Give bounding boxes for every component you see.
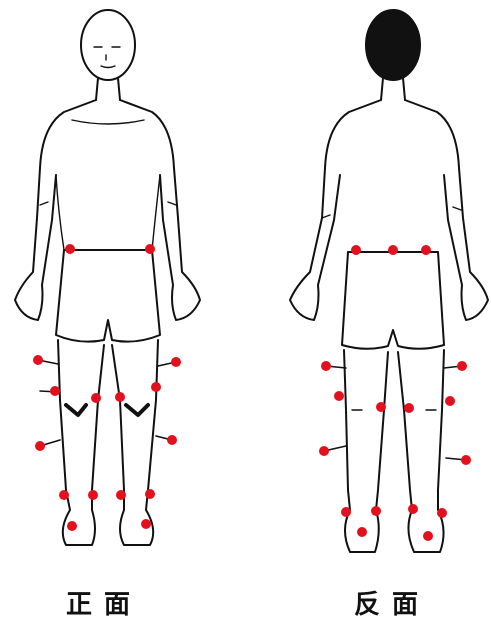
back-view-label: 反面 bbox=[354, 584, 430, 621]
front-view-label: 正面 bbox=[66, 584, 142, 621]
marker-back-ankle-right-outer bbox=[437, 508, 447, 518]
front-chest bbox=[56, 120, 160, 250]
front-knees bbox=[66, 405, 148, 415]
back-torso bbox=[290, 100, 488, 320]
marker-front-foot-right bbox=[141, 519, 151, 529]
marker-back-waist-left bbox=[351, 245, 361, 255]
marker-front-thigh-right-outer bbox=[171, 357, 181, 367]
marker-leads bbox=[38, 360, 466, 460]
back-elbow-marks bbox=[322, 207, 461, 218]
marker-front-ankle-left-inner bbox=[88, 490, 98, 500]
front-elbow-marks bbox=[40, 202, 176, 205]
marker-back-shin-left bbox=[319, 446, 329, 456]
marker-front-thigh-left-outer bbox=[33, 355, 43, 365]
back-legs bbox=[344, 350, 444, 552]
marker-front-foot-left bbox=[67, 521, 77, 531]
front-head bbox=[81, 10, 135, 80]
front-shorts bbox=[56, 250, 160, 342]
back-figure bbox=[290, 10, 488, 552]
marker-back-knee-left-inner bbox=[376, 402, 386, 412]
front-face bbox=[94, 47, 120, 68]
marker-back-ankle-right-inner bbox=[408, 504, 418, 514]
marker-back-heel-right bbox=[423, 531, 433, 541]
marker-front-waist-left bbox=[65, 244, 75, 254]
marker-front-ankle-left-outer bbox=[59, 490, 69, 500]
back-head bbox=[366, 10, 420, 80]
marker-front-knee-left-inner bbox=[91, 393, 101, 403]
marker-front-shin-left bbox=[35, 441, 45, 451]
marker-front-waist-right bbox=[145, 244, 155, 254]
marker-back-knee-right-inner bbox=[404, 403, 414, 413]
marker-front-ankle-right-inner bbox=[116, 490, 126, 500]
front-figure bbox=[15, 10, 200, 545]
marker-back-waist-right bbox=[421, 245, 431, 255]
marker-back-ankle-left-outer bbox=[341, 507, 351, 517]
marker-back-knee-right-outer bbox=[445, 396, 455, 406]
marker-back-heel-left bbox=[357, 527, 367, 537]
marker-front-knee-left-outer bbox=[50, 386, 60, 396]
marker-front-shin-right bbox=[167, 435, 177, 445]
marker-front-knee-right-inner bbox=[115, 392, 125, 402]
marker-front-knee-right-outer bbox=[151, 382, 161, 392]
back-neck bbox=[381, 78, 405, 100]
marker-front-ankle-right-outer bbox=[145, 489, 155, 499]
marker-back-thigh-left-outer bbox=[321, 361, 331, 371]
front-legs bbox=[58, 340, 158, 545]
front-neck bbox=[96, 78, 120, 100]
marker-back-waist-center bbox=[388, 245, 398, 255]
marker-back-knee-left-outer bbox=[334, 391, 344, 401]
back-shorts bbox=[342, 252, 444, 349]
marker-back-thigh-right-outer bbox=[457, 361, 467, 371]
marker-back-ankle-left-inner bbox=[371, 506, 381, 516]
marker-back-shin-right bbox=[461, 455, 471, 465]
front-torso bbox=[15, 100, 200, 320]
